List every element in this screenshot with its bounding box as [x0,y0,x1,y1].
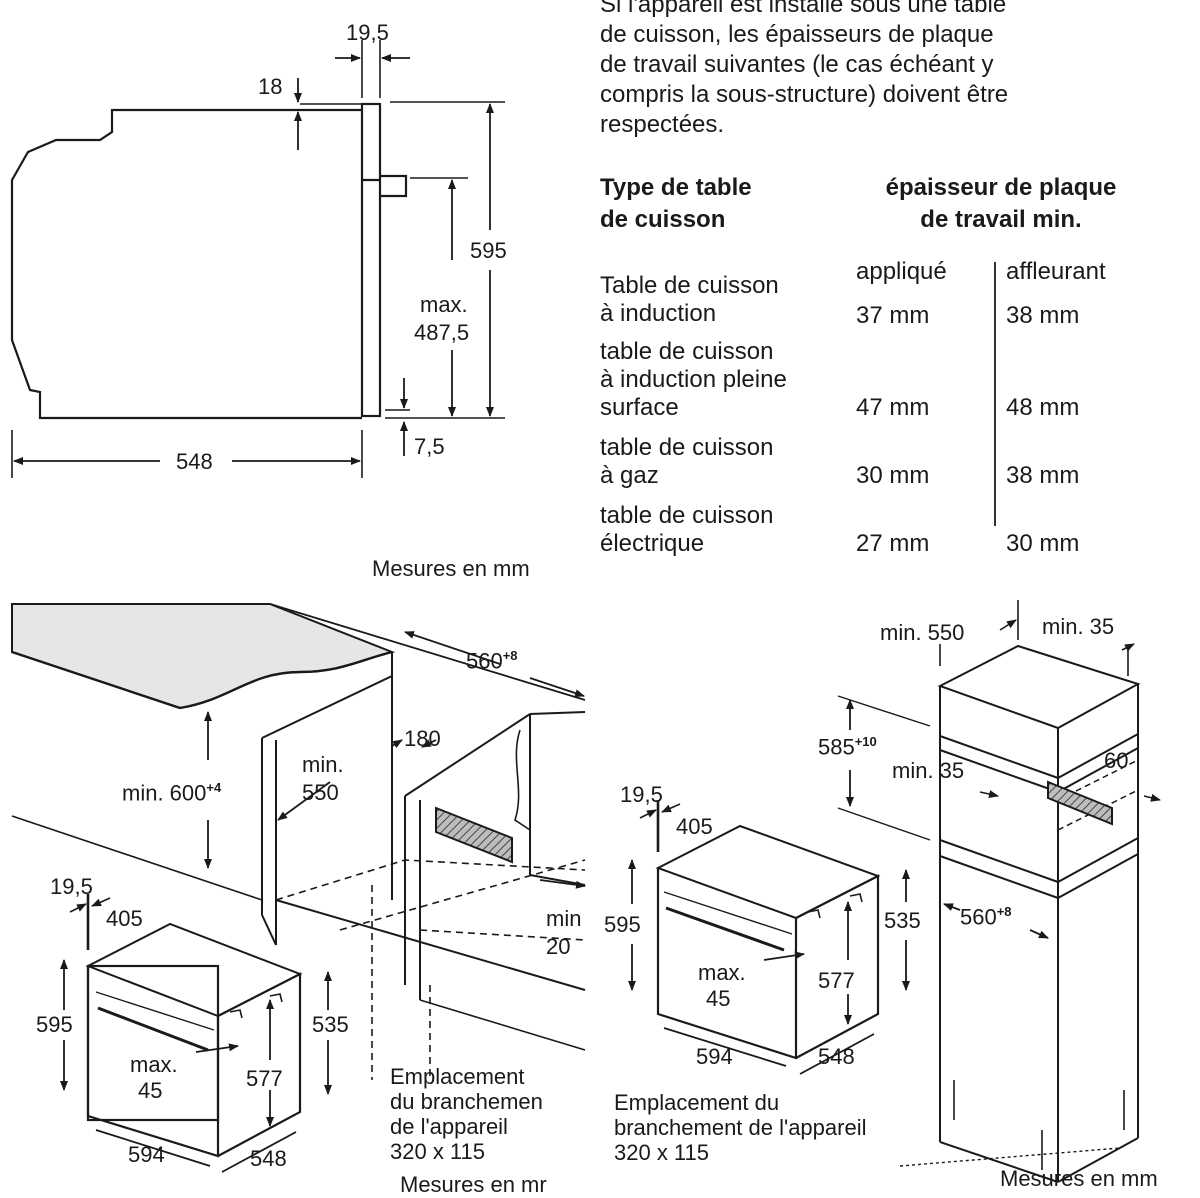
row-flush-value: 38 mm [1006,302,1080,329]
row-flush-value: 38 mm [1006,462,1080,489]
column-applied: appliqué [856,258,947,285]
dim-tall-60: 60 [1104,748,1129,773]
units-under-counter: Mesures en mr [400,1172,547,1197]
side-view [10,40,505,478]
under-counter-view [11,603,586,1080]
dim-min: min [546,906,582,931]
intro-line: respectées. [600,111,725,138]
oven-548-left: 548 [250,1146,287,1171]
dim-bottom: 7,5 [414,434,445,459]
oven-594-right: 594 [696,1044,733,1069]
intro-line: de cuisson, les épaisseurs de plaque [600,21,994,48]
connection-box [435,806,513,864]
oven-gap-left: 19,5 [50,874,93,899]
column-divider [994,262,996,526]
dim-depth-label: min. [302,752,344,777]
tall-unit-view [837,600,1161,1183]
header-worktop-thickness: épaisseur de plaque de travail min. [885,174,1117,233]
dim-min-value: 20 [546,934,571,959]
dim-depth-value: 550 [302,780,339,805]
intro-paragraph: Si l'appareil est installé sous une tabl… [600,0,1160,140]
oven-max-value-left: 45 [138,1078,163,1103]
dim-cabinet-height: min. 600+4 [122,780,222,806]
oven-577-right: 577 [818,968,855,993]
dim-height: 595 [470,238,507,263]
dim-max-label: max. [420,292,468,317]
oven-594-left: 594 [128,1142,165,1167]
connection-note-left: Emplacement du branchemen de l'appareil … [390,1064,543,1164]
oven-height-left: 595 [36,1012,73,1037]
oven-535-right: 535 [884,908,921,933]
oven-max-value-right: 45 [706,986,731,1011]
row-applied-value: 37 mm [856,302,930,329]
oven-width-right: 405 [676,814,713,839]
units-tall-unit: Mesures en mm [1000,1166,1158,1191]
dim-tall-height: 585+10 [818,734,877,760]
countertop [11,603,396,710]
dim-180: 180 [404,726,441,751]
row-applied-value: 47 mm [856,394,930,421]
door-handle [380,174,408,198]
dim-tall-depth: min. 550 [880,620,965,645]
dim-panel: 18 [258,74,283,99]
oven-height-right: 595 [604,912,641,937]
connection-note-right: Emplacement du branchement de l'appareil… [614,1090,867,1165]
oven-535-left: 535 [312,1012,349,1037]
oven-max-left: max. [130,1052,178,1077]
dim-tall-gap: min. 35 [1042,614,1115,639]
connection-box-tall [1047,780,1113,826]
row-flush-value: 30 mm [1006,530,1080,557]
oven-max-right: max. [698,960,746,985]
row-applied-value: 27 mm [856,530,930,557]
dim-tall-width: 560+8 [960,904,1012,930]
oven-width-left: 405 [106,906,143,931]
dim-max-value: 487,5 [414,320,470,345]
header-cooktop-type: Type de table de cuisson [600,174,752,233]
dim-top-gap: 19,5 [346,20,389,45]
oven-577-left: 577 [246,1066,283,1091]
oven-door [360,102,382,418]
intro-line: compris la sous-structure) doivent être [600,81,1009,108]
row-flush-value: 48 mm [1006,394,1080,421]
column-flush: affleurant [1006,258,1106,285]
oven-left [60,894,332,1173]
oven-548-right: 548 [818,1044,855,1069]
dim-niche-width: 560+8 [466,648,518,674]
row-applied-value: 30 mm [856,462,930,489]
oven-right [628,800,910,1075]
units-side: Mesures en mm [372,556,530,581]
intro-line: Si l'appareil est installé sous une tabl… [600,0,1007,18]
oven-gap-right: 19,5 [620,782,663,807]
dim-depth: 548 [176,449,213,474]
intro-line: de travail suivantes (le cas échéant y [600,51,994,78]
dim-tall-min35: min. 35 [892,758,965,783]
oven-profile-outline [10,108,362,420]
